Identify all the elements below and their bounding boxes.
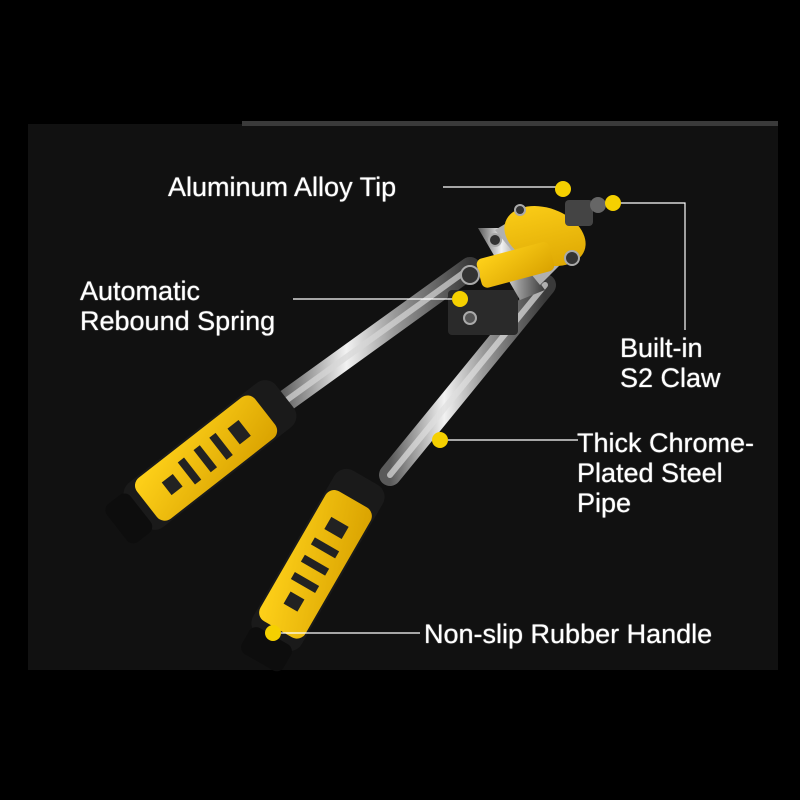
pipe-label-line-3: Pipe	[577, 488, 632, 518]
spring-label-line-1: Automatic	[80, 276, 201, 306]
left-handle	[105, 257, 481, 544]
claw-dot-icon	[605, 195, 621, 211]
claw-callout-line	[613, 202, 686, 330]
claw-label: Built-in S2 Claw	[620, 333, 721, 393]
tip-dot-icon	[555, 181, 571, 197]
right-handle	[241, 274, 556, 672]
tip-label-line: Aluminum Alloy Tip	[168, 172, 397, 202]
tip-label: Aluminum Alloy Tip	[168, 172, 396, 202]
spring-dot-icon	[452, 291, 468, 307]
callout-dots	[265, 181, 621, 641]
handle-label-line: Non-slip Rubber Handle	[424, 619, 713, 649]
pipe-label-line-1: Thick Chrome-	[577, 428, 755, 458]
pipe-label-line-2: Plated Steel	[577, 458, 723, 488]
spring-label-line-2: Rebound Spring	[80, 306, 276, 336]
handle-label: Non-slip Rubber Handle	[424, 619, 712, 649]
claw-label-line-1: Built-in	[620, 333, 703, 363]
panel-top-edge	[242, 121, 778, 126]
callout-lines	[273, 186, 686, 634]
pipe-label: Thick Chrome- Plated Steel Pipe	[577, 428, 754, 518]
claw-label-line-2: S2 Claw	[620, 363, 721, 393]
tool-head	[448, 197, 606, 335]
pipe-dot-icon	[432, 432, 448, 448]
spring-label: Automatic Rebound Spring	[80, 276, 275, 336]
background-panel	[28, 124, 778, 670]
handle-dot-icon	[265, 625, 281, 641]
